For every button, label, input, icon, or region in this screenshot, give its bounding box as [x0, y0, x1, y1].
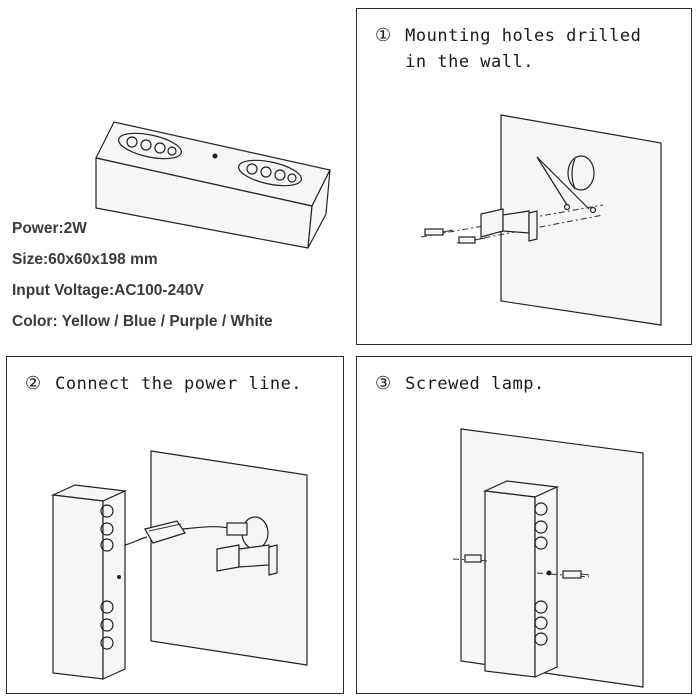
- wall: [500, 114, 662, 326]
- step-3-number: ③: [375, 373, 392, 394]
- step-1-heading: ① Mounting holes drilled in the wall.: [375, 23, 641, 75]
- step-3-heading: ③ Screwed lamp.: [375, 371, 545, 397]
- step-2-heading: ② Connect the power line.: [25, 371, 302, 397]
- spec-size: Size:60x60x198 mm: [12, 251, 158, 268]
- specifications: Power:2W Size:60x60x198 mm Input Voltage…: [12, 219, 273, 343]
- lamp-body: [50, 484, 128, 680]
- swirl-cutout-right: [238, 159, 302, 187]
- step-3-illustration: [452, 428, 644, 688]
- spec-input-voltage: Input Voltage:AC100-240V: [12, 282, 204, 299]
- spec-color: Color: Yellow / Blue / Purple / White: [12, 313, 273, 330]
- screw-left: [424, 228, 454, 236]
- step-2-illustration: [50, 450, 308, 680]
- wall-hole: [567, 155, 595, 191]
- mounting-bracket: [216, 544, 278, 576]
- step-1-number: ①: [375, 25, 392, 46]
- spec-power: Power:2W: [12, 220, 87, 237]
- step-2-number: ②: [25, 373, 42, 394]
- lamp-body: [482, 480, 560, 678]
- screw-right: [458, 236, 486, 244]
- step-2-caption: Connect the power line.: [55, 374, 303, 394]
- screw-right: [562, 570, 590, 579]
- step-1-caption-line-1: Mounting holes drilled: [405, 26, 642, 46]
- screw-left: [464, 554, 482, 563]
- power-driver: [144, 520, 186, 544]
- step-1-panel: ① Mounting holes drilled in the wall.: [356, 8, 692, 345]
- step-1-caption-line-2: in the wall.: [405, 52, 534, 72]
- swirl-cutout-left: [118, 132, 182, 160]
- lamp-product-illustration: [95, 121, 331, 249]
- mounting-bracket: [480, 208, 538, 242]
- step-1-illustration: [420, 114, 662, 326]
- step-2-panel: ② Connect the power line.: [6, 356, 344, 694]
- step-3-caption: Screwed lamp.: [405, 374, 545, 394]
- step-3-panel: ③ Screwed lamp.: [356, 356, 692, 694]
- terminal-connector: [226, 522, 248, 536]
